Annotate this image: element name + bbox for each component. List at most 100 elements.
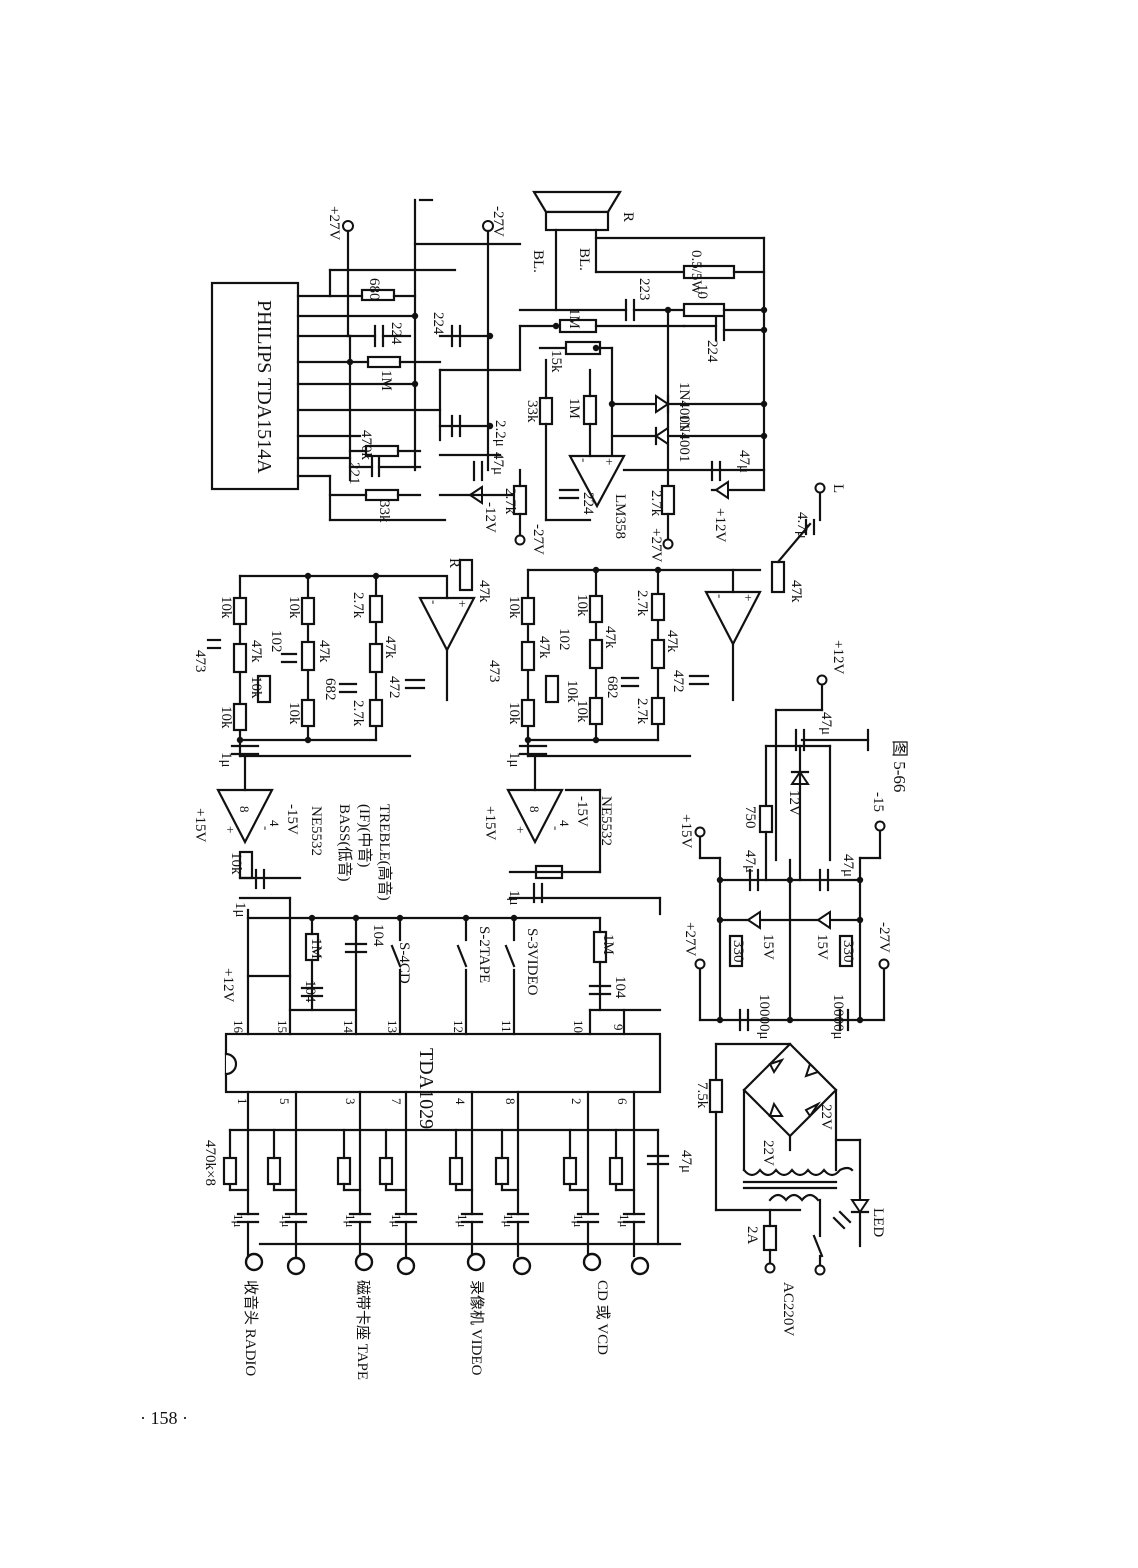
svg-text:10k: 10k [228,852,244,875]
svg-text:1μ: 1μ [232,902,248,918]
ne5532-lower: + - 8 4 1μ +15V -15V NE5532 1μ [482,744,662,916]
svg-text:224: 224 [430,312,446,335]
svg-text:15: 15 [275,1020,290,1033]
svg-text:221: 221 [346,462,362,485]
svg-text:224: 224 [388,322,404,345]
svg-text:15V: 15V [814,934,830,960]
svg-text:1M: 1M [378,370,394,391]
svg-text:-15V: -15V [574,796,590,827]
figure-label: 图 5-66 [890,740,909,793]
svg-text:1μ: 1μ [617,1214,632,1228]
svg-text:+: + [602,458,617,465]
svg-text:10k: 10k [218,596,234,619]
svg-text:9: 9 [611,1024,626,1031]
lm358-servo: - + LM358 1M 33k 224 47μ 2.7k +27V +12V [524,358,766,562]
svg-text:1M: 1M [600,934,616,955]
svg-text:10k: 10k [506,702,522,725]
svg-text:47k: 47k [664,630,680,653]
svg-text:104: 104 [612,976,628,999]
input-cd-label: CD 或 VCD [594,1280,611,1355]
svg-text:7: 7 [389,1098,404,1105]
svg-text:104: 104 [302,980,318,1003]
tda1514a-chip: PHILIPS TDA1514A [210,281,300,491]
clamp-diodes: 1N4001 1N4001 [608,382,768,462]
svg-text:330: 330 [840,940,856,963]
tda1029-chip: TDA1029 [224,1032,662,1129]
svg-text:1M: 1M [308,938,324,959]
svg-text:+15V: +15V [678,814,694,848]
rail-minus27v-label: -27V [490,206,506,237]
svg-text:1μ: 1μ [231,1214,246,1228]
svg-text:+15V: +15V [482,806,498,840]
svg-text:47k: 47k [248,640,264,663]
svg-text:0.5/5W: 0.5/5W [688,250,704,295]
svg-text:472: 472 [386,676,402,699]
svg-text:682: 682 [604,676,620,699]
svg-text:1M: 1M [566,398,582,419]
tda1514a-label: PHILIPS TDA1514A [253,300,275,474]
svg-text:-: - [549,826,564,830]
svg-text:L: L [830,484,846,493]
svg-text:+12V: +12V [830,640,846,674]
tone-channel-lower: 10k 10k 47k 473 10k 10k 47k 10k 102 682 … [486,482,846,758]
speaker: R BL. BL. [530,190,636,312]
svg-text:47k: 47k [602,626,618,649]
tda1029-top-pins: 16 15 14 13 12 11 10 9 +12V 1M 104 104 S… [220,896,662,1036]
svg-text:+27V: +27V [648,528,664,562]
svg-text:AC220V: AC220V [780,1282,796,1336]
res-680-label: 680 [366,278,382,301]
svg-text:3: 3 [343,1098,358,1105]
svg-text:10000μ: 10000μ [830,994,846,1040]
svg-text:1N4001: 1N4001 [676,414,692,462]
svg-text:8: 8 [237,806,252,813]
svg-text:224: 224 [704,340,720,363]
svg-text:4: 4 [557,820,572,827]
svg-text:47μ: 47μ [490,452,506,475]
input-radio-label: 收音头 RADIO [242,1280,259,1376]
svg-text:11: 11 [499,1020,514,1033]
svg-text:47μ: 47μ [840,854,856,877]
svg-text:1M: 1M [566,308,582,329]
svg-text:47μ: 47μ [742,850,758,873]
svg-text:-15V: -15V [284,804,300,835]
svg-text:R: R [620,212,636,222]
svg-text:+12V: +12V [220,968,236,1002]
svg-text:10000μ: 10000μ [756,994,772,1040]
svg-text:LED: LED [870,1208,886,1237]
svg-text:2.7k: 2.7k [634,698,650,725]
rail-plus27v-label: +27V [326,206,342,240]
svg-text:6: 6 [615,1098,630,1105]
svg-text:472: 472 [670,670,686,693]
tda1029-bottom-pins: 1 5 3 7 4 8 2 6 47μ 470k×8 [202,1090,694,1258]
svg-text:224: 224 [580,492,596,515]
svg-text:+: + [223,826,238,833]
svg-text:BL.: BL. [530,250,546,273]
svg-text:4: 4 [267,820,282,827]
svg-text:+15V: +15V [192,808,208,842]
negative-bias: 47μ 2.7k -27V -12V [438,452,546,555]
svg-text:15k: 15k [548,350,564,373]
svg-text:10k: 10k [574,594,590,617]
svg-text:330: 330 [730,940,746,963]
svg-text:10: 10 [694,284,710,299]
svg-text:15V: 15V [760,934,776,960]
svg-text:2.2μ: 2.2μ [492,420,508,447]
svg-text:LM358: LM358 [612,494,628,539]
svg-text:47k: 47k [788,580,804,603]
svg-text:-15: -15 [870,792,886,812]
power-supply-upper: +12V 47μ 750 12V +15V -15 47μ 47μ [678,640,892,1022]
svg-text:2.7k: 2.7k [350,700,366,727]
svg-text:47k: 47k [536,636,552,659]
svg-text:47k: 47k [476,580,492,603]
svg-text:473: 473 [192,650,208,673]
svg-text:473: 473 [486,660,502,683]
svg-text:5: 5 [277,1098,292,1105]
svg-text:1μ: 1μ [455,1214,470,1228]
svg-text:+: + [741,594,756,601]
svg-text:33k: 33k [524,400,540,423]
svg-text:-12V: -12V [482,502,498,533]
svg-text:1μ: 1μ [571,1214,586,1228]
svg-text:14: 14 [341,1020,356,1034]
svg-text:102: 102 [268,630,284,653]
